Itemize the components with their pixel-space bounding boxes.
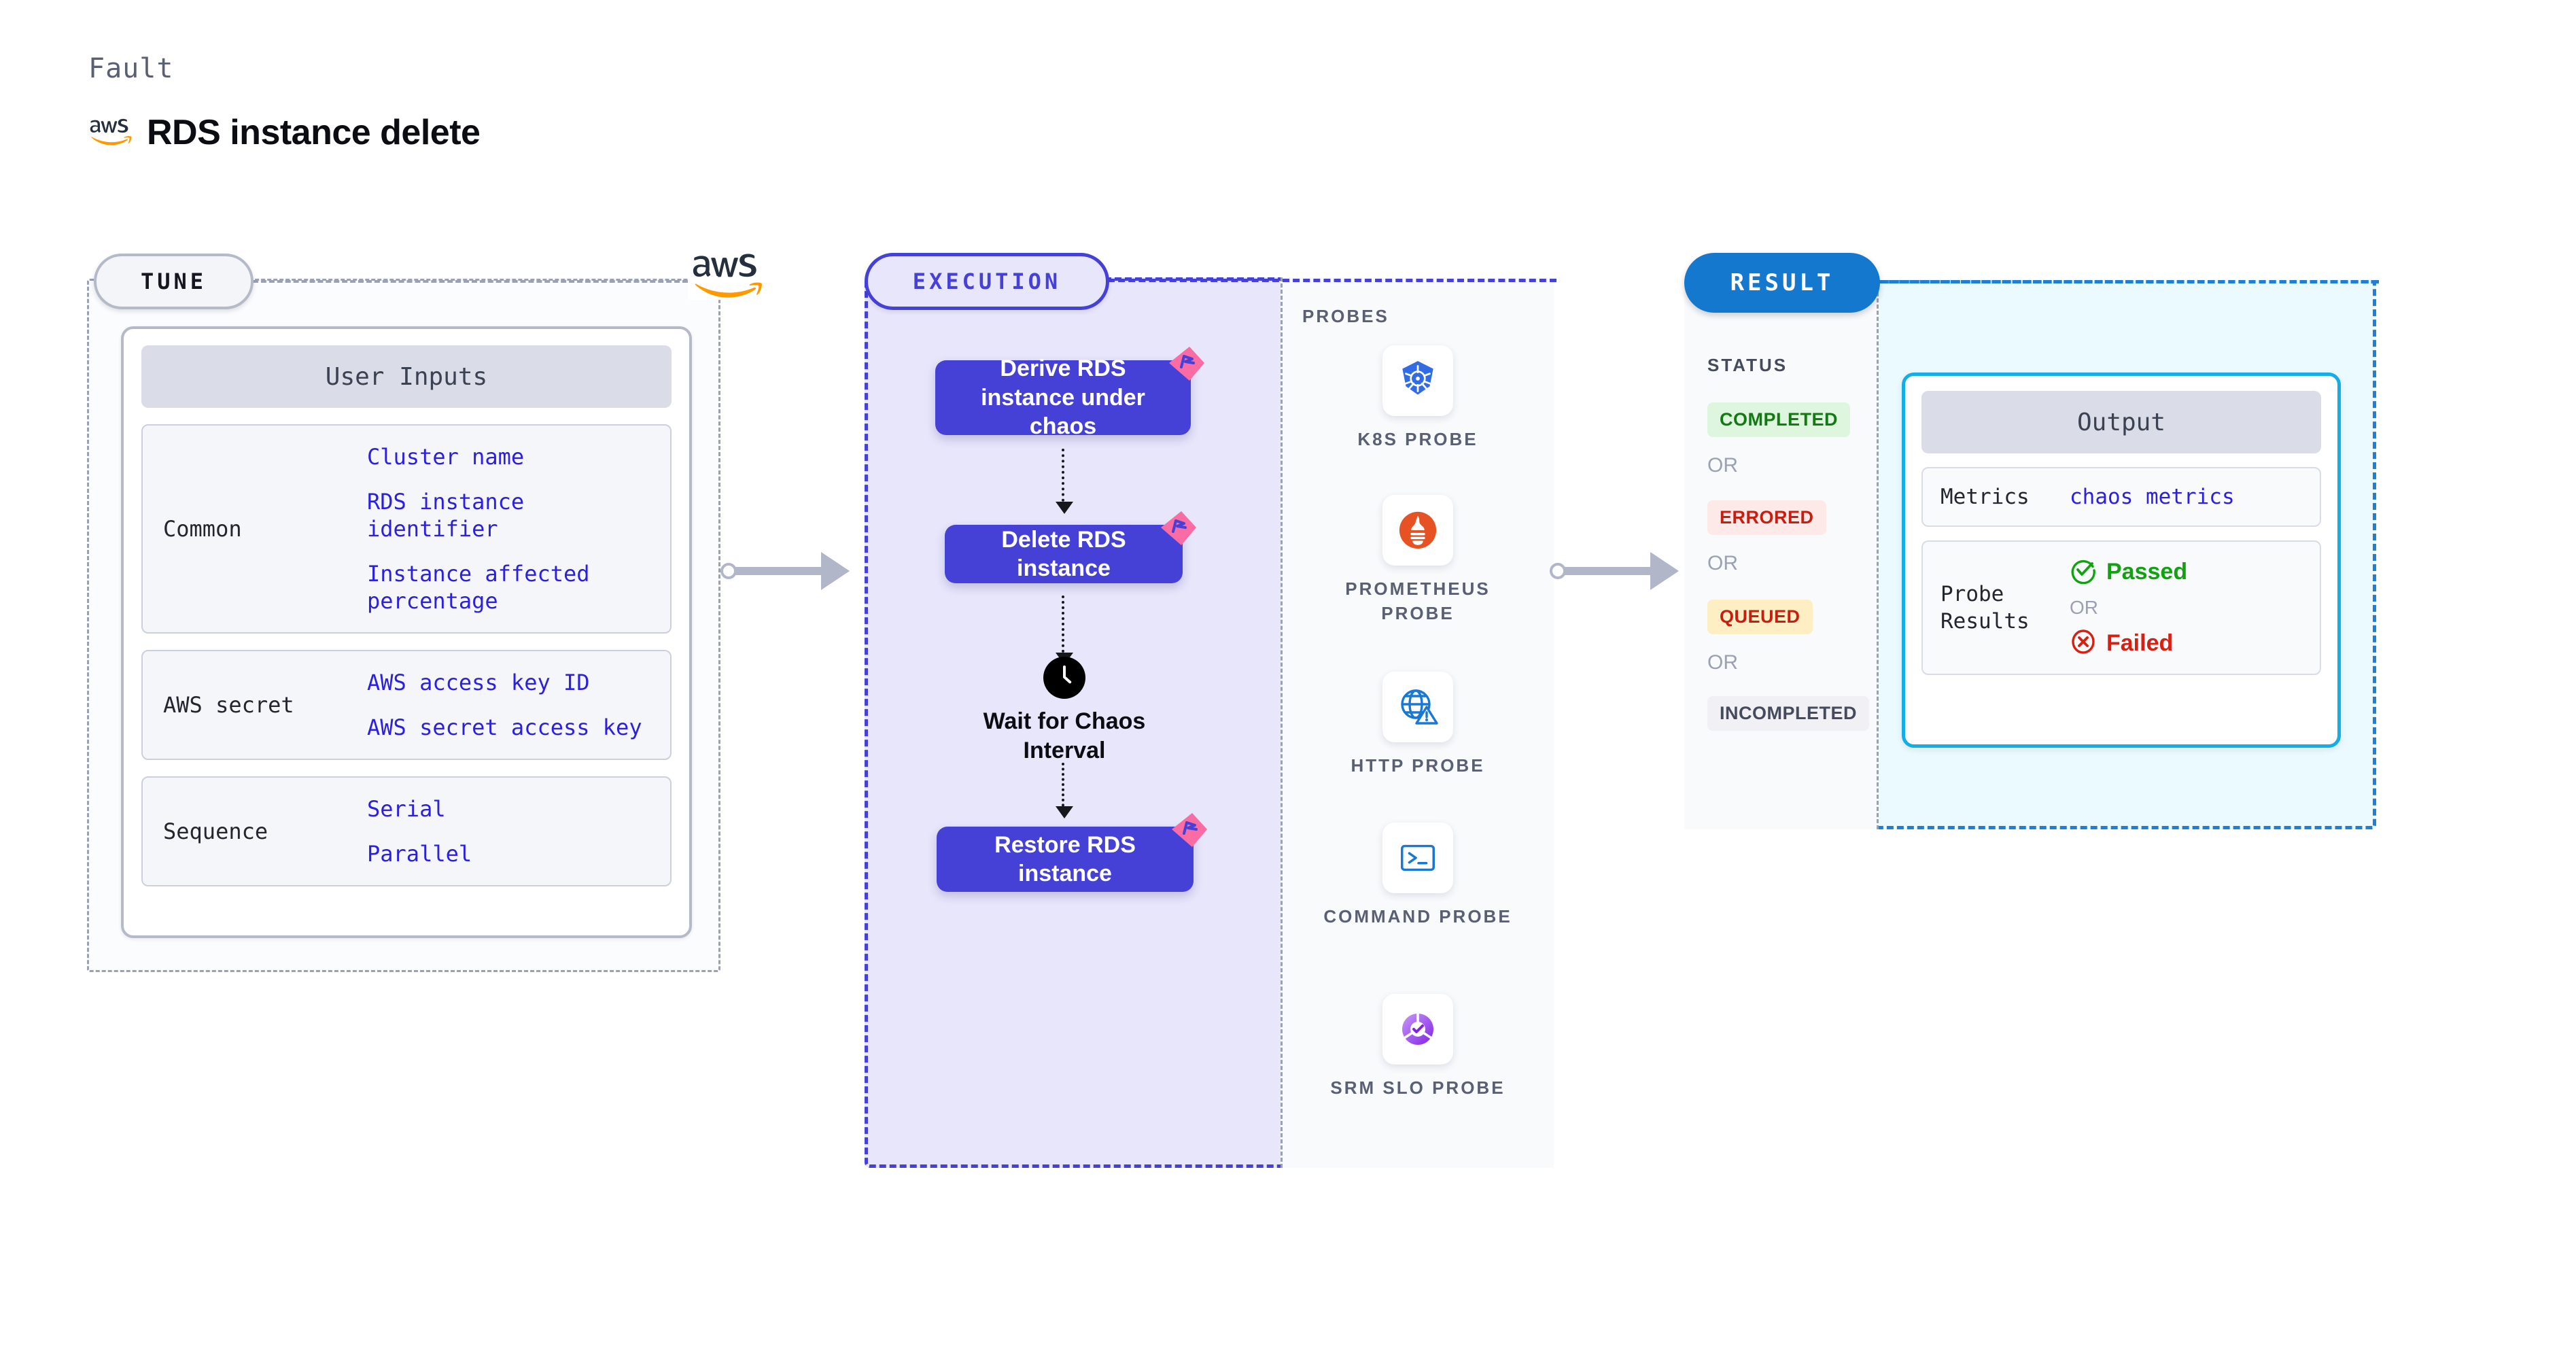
- check-circle-icon: [2070, 557, 2097, 587]
- output-row-metrics: Metrics chaos metrics: [1921, 467, 2321, 528]
- clock-icon: [1043, 657, 1085, 699]
- page-title: RDS instance delete: [147, 113, 481, 152]
- prometheus-icon: [1382, 495, 1453, 566]
- probe-k8s[interactable]: K8S PROBE: [1319, 345, 1517, 451]
- srm-slo-icon: [1382, 994, 1453, 1065]
- input-value[interactable]: Serial: [367, 796, 446, 822]
- probe-result-options: Passed OR Failed: [2070, 557, 2187, 659]
- probe-label: SRM SLO PROBE: [1330, 1077, 1505, 1098]
- probe-prometheus[interactable]: PROMETHEUS PROBE: [1319, 495, 1517, 626]
- user-inputs-title: User Inputs: [141, 345, 672, 408]
- kubernetes-icon: [1382, 345, 1453, 416]
- probe-label: COMMAND PROBE: [1323, 906, 1512, 927]
- probe-label: HTTP PROBE: [1351, 755, 1485, 776]
- output-title: Output: [1921, 391, 2321, 453]
- output-row-label: Metrics: [1940, 485, 2030, 509]
- probe-result-passed: Passed: [2070, 557, 2187, 587]
- output-row-probe-results: Probe Results Passed OR: [1921, 540, 2321, 676]
- tune-stage-pill[interactable]: TUNE: [94, 254, 254, 309]
- probe-srm-slo[interactable]: SRM SLO PROBE: [1319, 994, 1517, 1100]
- input-row-label: AWS secret: [163, 692, 294, 718]
- probe-passed-label: Passed: [2106, 559, 2188, 585]
- probe-or-separator: OR: [2070, 597, 2098, 619]
- execution-step-restore[interactable]: Restore RDS instance: [937, 813, 1207, 892]
- execution-step-derive[interactable]: Derive RDS instance under chaos: [935, 347, 1204, 439]
- execution-leader-line: [1108, 279, 1556, 282]
- probe-label: K8S PROBE: [1357, 429, 1478, 449]
- connector-execution-to-result: [1550, 552, 1705, 590]
- probes-title: PROBES: [1302, 306, 1389, 326]
- probe-http[interactable]: HTTP PROBE: [1319, 672, 1517, 778]
- input-value[interactable]: Instance affected percentage: [367, 561, 590, 614]
- input-row-values: AWS access key ID AWS secret access key: [367, 669, 642, 741]
- execution-step-delete[interactable]: Delete RDS instance: [945, 511, 1196, 583]
- user-inputs-card: User Inputs Common Cluster name RDS inst…: [121, 326, 692, 938]
- step-arrow: [1056, 763, 1073, 818]
- input-row-values: Cluster name RDS instance identifier Ins…: [367, 443, 650, 615]
- execution-stage-pill[interactable]: EXECUTION: [865, 253, 1109, 310]
- status-badge-incompleted: INCOMPLETED: [1707, 696, 1870, 731]
- input-value[interactable]: RDS instance identifier: [367, 489, 525, 542]
- input-row-sequence: Sequence Serial Parallel: [141, 776, 672, 886]
- step-label: Delete RDS instance: [1001, 526, 1126, 582]
- input-value[interactable]: AWS access key ID: [367, 670, 590, 695]
- input-value[interactable]: Cluster name: [367, 444, 525, 470]
- http-globe-icon: [1382, 672, 1453, 742]
- status-or-separator: OR: [1707, 454, 1738, 477]
- input-value[interactable]: Parallel: [367, 841, 472, 867]
- status-title: STATUS: [1707, 355, 1788, 375]
- page-kicker: Fault: [88, 53, 174, 84]
- execution-wait-step: Wait for Chaos Interval: [949, 657, 1180, 765]
- result-status-column: [1684, 280, 1879, 829]
- input-row-common: Common Cluster name RDS instance identif…: [141, 424, 672, 634]
- connector-tune-to-execution: [720, 552, 875, 590]
- status-badge-errored: ERRORED: [1707, 500, 1826, 535]
- probe-result-failed: Failed: [2070, 628, 2187, 659]
- probe-failed-label: Failed: [2106, 630, 2174, 657]
- status-badge-queued: QUEUED: [1707, 600, 1813, 634]
- probe-label: PROMETHEUS PROBE: [1345, 578, 1491, 624]
- probe-command[interactable]: COMMAND PROBE: [1319, 823, 1517, 929]
- aws-logo-icon: [87, 117, 132, 148]
- status-or-separator: OR: [1707, 552, 1738, 574]
- tune-leader-line: [253, 280, 688, 283]
- input-row-aws-secret: AWS secret AWS access key ID AWS secret …: [141, 650, 672, 760]
- step-arrow: [1056, 595, 1073, 665]
- step-arrow: [1056, 449, 1073, 514]
- page-title-row: RDS instance delete: [87, 112, 481, 153]
- input-row-label: Sequence: [163, 818, 268, 844]
- input-row-label: Common: [163, 516, 242, 542]
- step-label: Derive RDS instance under chaos: [981, 356, 1145, 440]
- output-row-label: Probe Results: [1940, 582, 2030, 634]
- output-card: Output Metrics chaos metrics Probe Resul…: [1902, 373, 2341, 748]
- input-row-values: Serial Parallel: [367, 795, 472, 867]
- wait-step-label: Wait for Chaos Interval: [983, 708, 1146, 763]
- step-label: Restore RDS instance: [994, 831, 1136, 887]
- terminal-icon: [1382, 823, 1453, 893]
- result-leader-line: [1879, 280, 2379, 283]
- output-metrics-value[interactable]: chaos metrics: [2070, 485, 2235, 510]
- tune-aws-logo-icon: [688, 250, 763, 307]
- status-badge-completed: COMPLETED: [1707, 402, 1851, 437]
- x-circle-icon: [2070, 628, 2097, 659]
- status-or-separator: OR: [1707, 651, 1738, 674]
- input-value[interactable]: AWS secret access key: [367, 714, 642, 740]
- result-stage-pill[interactable]: RESULT: [1684, 253, 1880, 313]
